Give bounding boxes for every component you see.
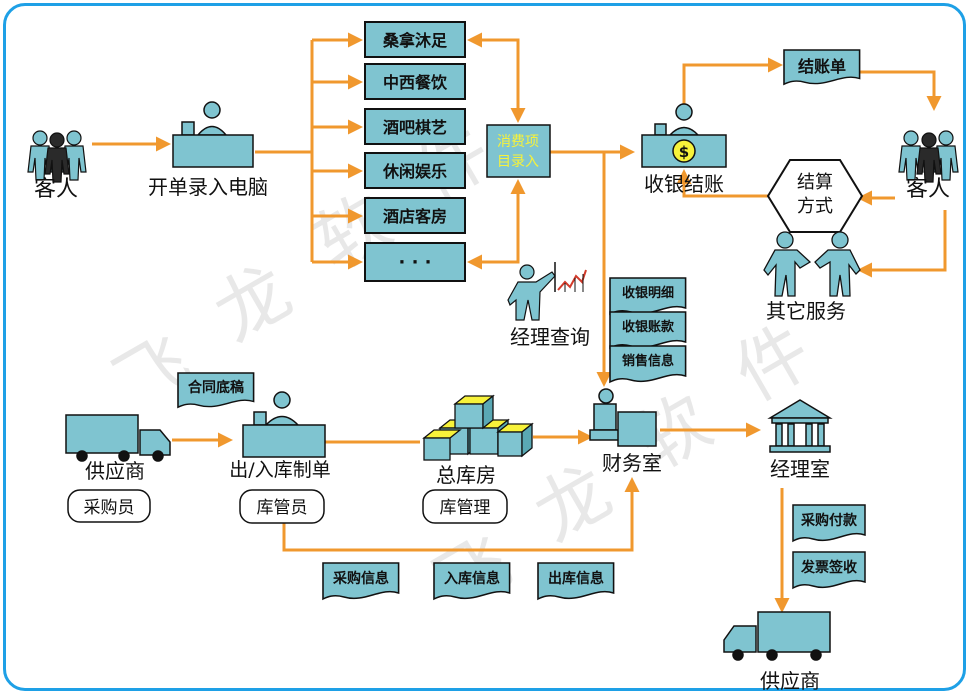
- watermark-char: 龙: [201, 248, 305, 357]
- bill-label: 结账单: [797, 57, 846, 76]
- people-group-icon: [898, 130, 959, 183]
- arrow-services-entry-top: [467, 32, 526, 123]
- desk-person-icon: [172, 101, 254, 168]
- report-label: 收银账款: [622, 319, 675, 335]
- warehouse-mgmt-label: 库管理: [440, 498, 491, 518]
- handshake-icon: [763, 231, 861, 297]
- ellipsis-label: · · ·: [398, 252, 431, 273]
- service-label: 酒店客房: [383, 207, 447, 226]
- settle-line1: 结算: [797, 172, 833, 193]
- stock-info-label: 入库信息: [444, 570, 500, 587]
- stock-info-doc[interactable]: 采购信息: [322, 562, 400, 600]
- finance-desk-icon: [589, 388, 657, 447]
- desk-person-icon: [242, 391, 326, 458]
- arrow-settle-cashier: [676, 169, 770, 198]
- consume-entry-box[interactable]: 消费项 目录入: [486, 124, 551, 178]
- arrow-cashier-bill: [682, 57, 783, 110]
- buyer-label: 采购员: [84, 498, 135, 518]
- settle-method-node[interactable]: 结算 方式: [766, 159, 864, 233]
- label-cashier: 收银结账: [644, 172, 724, 196]
- buyer-badge[interactable]: 采购员: [67, 489, 151, 523]
- stock-info-doc[interactable]: 出库信息: [537, 562, 615, 600]
- label-manager-office: 经理室: [770, 457, 830, 481]
- report-doc[interactable]: 销售信息: [609, 345, 687, 383]
- truck-icon: [65, 414, 171, 462]
- pay-doc-label: 发票签收: [800, 559, 858, 576]
- pay-doc-label: 采购付款: [800, 512, 858, 529]
- label-guest-right: 客人: [906, 177, 950, 202]
- service-label: 酒吧棋艺: [383, 118, 447, 137]
- service-label: 桑拿沐足: [382, 31, 448, 50]
- keeper-badge[interactable]: 库管员: [239, 489, 325, 524]
- cash-report-list: 收银明细 收银账款 销售信息: [609, 277, 687, 383]
- service-box[interactable]: 中西餐饮: [364, 63, 466, 100]
- contract-doc[interactable]: 合同底稿: [177, 372, 255, 408]
- label-checkin: 开单录入电脑: [148, 175, 268, 199]
- arrow-services-entry-bottom: [467, 179, 526, 270]
- service-label: 中西餐饮: [383, 73, 448, 92]
- warehouse-mgmt-badge[interactable]: 库管理: [422, 489, 508, 524]
- building-icon: [767, 399, 833, 453]
- arrow-keeper-finance: [282, 477, 640, 552]
- label-manager-query: 经理查询: [510, 325, 590, 349]
- label-other-service: 其它服务: [766, 299, 846, 323]
- stock-info-doc[interactable]: 入库信息: [433, 562, 511, 600]
- truck-icon: [723, 611, 831, 661]
- boxes-icon: [422, 394, 534, 461]
- stock-info-label: 出库信息: [548, 570, 604, 587]
- report-label: 销售信息: [622, 353, 674, 369]
- service-box[interactable]: 酒吧棋艺: [364, 108, 466, 145]
- stock-doc-list: 采购信息 入库信息 出库信息: [322, 562, 615, 600]
- watermark-char: 件: [721, 308, 825, 417]
- consume-entry-line2: 目录入: [497, 154, 539, 170]
- people-group-icon: [27, 130, 87, 183]
- service-label: 休闲娱乐: [382, 162, 447, 181]
- service-box[interactable]: 桑拿沐足: [364, 21, 466, 58]
- keeper-label: 库管员: [257, 498, 308, 518]
- service-box-more[interactable]: · · ·: [364, 242, 466, 282]
- consume-entry-line1: 消费项: [497, 134, 539, 150]
- pay-doc-list: 采购付款 发票签收: [792, 504, 866, 589]
- bill-doc[interactable]: 结账单: [783, 49, 861, 85]
- desk-person-icon: [641, 103, 727, 168]
- settle-line2: 方式: [797, 196, 833, 217]
- dollar-icon: $: [679, 143, 689, 161]
- arrow-bill-guest: [860, 70, 942, 111]
- contract-label: 合同底稿: [188, 379, 244, 396]
- arrow-guest-other: [857, 210, 947, 278]
- stock-info-label: 采购信息: [332, 570, 389, 587]
- service-box[interactable]: 休闲娱乐: [364, 152, 466, 189]
- flow-arrows: [92, 32, 947, 613]
- label-warehouse: 总库房: [436, 463, 496, 487]
- label-supplier-left: 供应商: [85, 459, 145, 483]
- report-label: 收银明细: [622, 285, 674, 301]
- label-supplier-bottom: 供应商: [760, 669, 820, 693]
- label-stock-doc: 出/入库制单: [229, 459, 330, 481]
- chart-presenter-icon: [507, 262, 587, 321]
- pay-doc[interactable]: 采购付款: [792, 504, 866, 542]
- service-box[interactable]: 酒店客房: [364, 197, 466, 234]
- label-finance: 财务室: [602, 451, 662, 475]
- pay-doc[interactable]: 发票签收: [792, 551, 866, 589]
- report-doc[interactable]: 收银账款: [609, 311, 687, 349]
- label-guest-left: 客人: [34, 177, 78, 202]
- report-doc[interactable]: 收银明细: [609, 277, 687, 315]
- diagram-frame: [3, 3, 966, 691]
- service-list: 桑拿沐足 中西餐饮 酒吧棋艺 休闲娱乐 酒店客房 · · ·: [364, 21, 466, 282]
